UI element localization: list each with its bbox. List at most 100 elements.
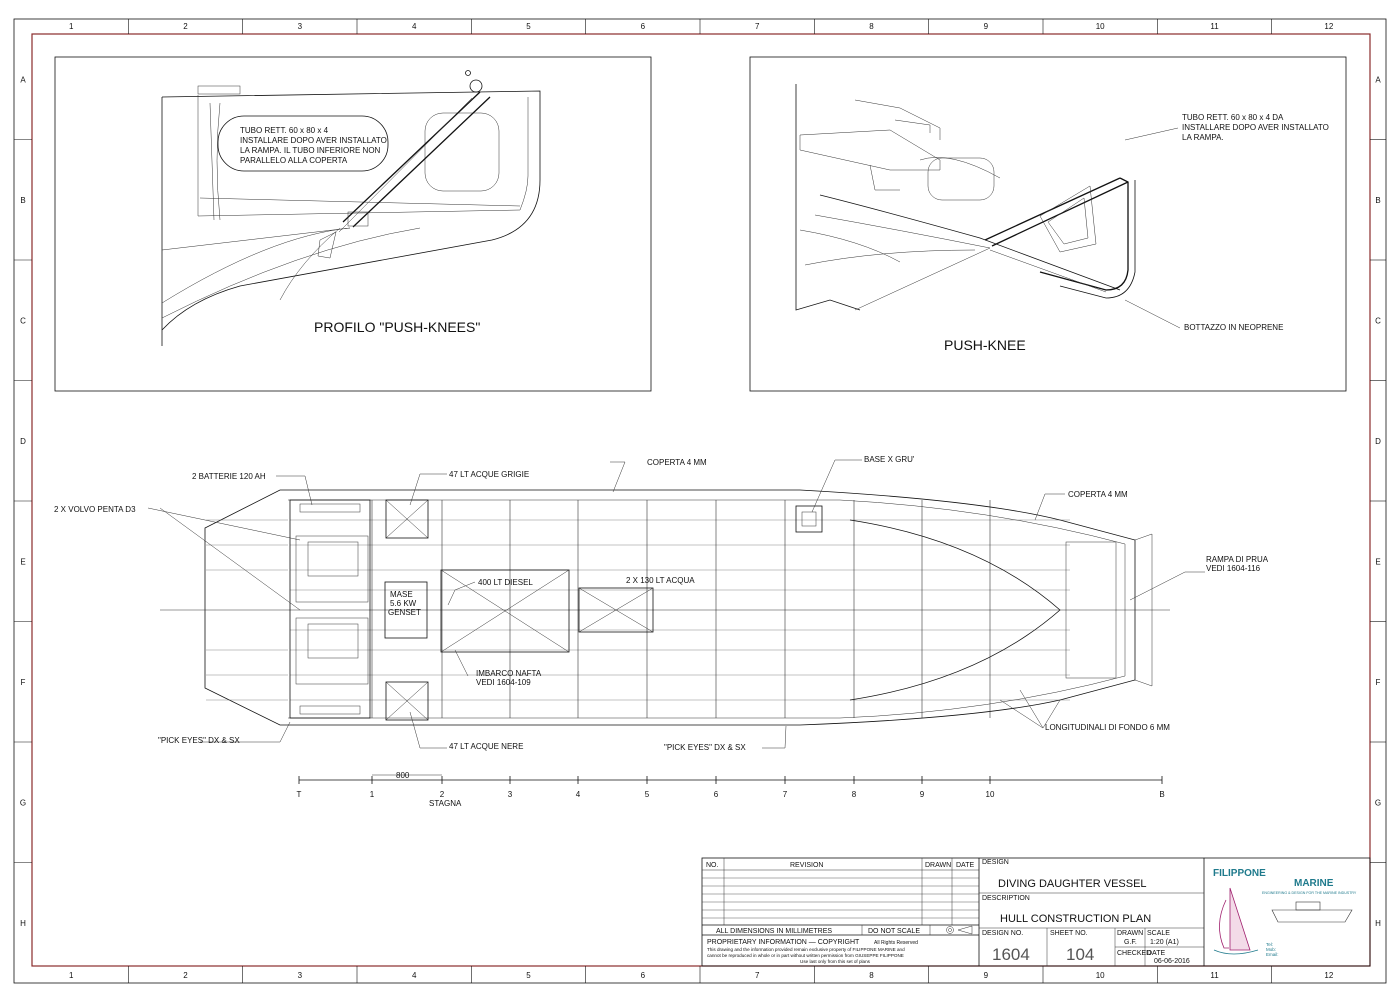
grid-col-label: 11 — [1210, 971, 1219, 980]
label-diesel: 400 LT DIESEL — [478, 578, 533, 587]
label-deck-2: COPERTA 4 MM — [1068, 490, 1128, 499]
label-bow-ramp-1: RAMPA DI PRUA — [1206, 555, 1269, 564]
label-genset-2: 5.6 KW — [390, 599, 417, 608]
label-genset-3: GENSET — [388, 608, 421, 617]
grid-row-label: G — [20, 798, 26, 807]
prop-text-3: Use last only from this set of plans — [800, 959, 871, 964]
label-deck-1: COPERTA 4 MM — [647, 458, 707, 467]
svg-text:Tel:: Tel: — [1266, 942, 1273, 947]
grid-col-label: 10 — [1096, 22, 1105, 31]
profile-view-frame — [54, 56, 652, 392]
station-label: 1 — [370, 790, 375, 799]
grid-col-label: 2 — [183, 22, 188, 31]
label-scale-dim: 800 — [396, 771, 410, 780]
grid-row-label: B — [20, 196, 25, 205]
design-no-label: DESIGN NO. — [982, 930, 1023, 937]
iso-view: TUBO RETT. 60 x 80 x 4 DA INSTALLARE DOP… — [749, 56, 1347, 392]
station-label: 6 — [714, 790, 719, 799]
iso-note-line2: INSTALLARE DOPO AVER INSTALLATO — [1182, 123, 1329, 132]
hull-plan-view: 2 BATTERIE 120 AH 47 LT ACQUE GRIGIE COP… — [54, 455, 1269, 808]
label-pick-eyes-1: "PICK EYES" DX & SX — [158, 736, 240, 745]
label-black-water: 47 LT ACQUE NERE — [449, 742, 523, 751]
label-pick-eyes-2: "PICK EYES" DX & SX — [664, 743, 746, 752]
profile-title: PROFILO "PUSH-KNEES" — [314, 319, 480, 335]
label-bottom-longitudinals: LONGITUDINALI DI FONDO 6 MM — [1045, 723, 1170, 732]
grid-row-label: A — [1375, 75, 1381, 84]
svg-text:MARINE: MARINE — [1294, 878, 1334, 889]
grid-row-label: E — [1375, 557, 1380, 566]
iso-note-line1: TUBO RETT. 60 x 80 x 4 DA — [1182, 113, 1284, 122]
label-fuel-fill-1: IMBARCO NAFTA — [476, 669, 542, 678]
iso-view-frame — [749, 56, 1347, 392]
grid-row-label: C — [20, 316, 26, 325]
rev-header-date: DATE — [956, 862, 974, 869]
prop-rights: All Rights Reserved — [874, 940, 918, 946]
label-fuel-fill-2: VEDI 1604-109 — [476, 678, 531, 687]
station-label: 5 — [645, 790, 650, 799]
profile-note-line4: PARALLELO ALLA COPERTA — [240, 156, 348, 165]
grid-row-label: D — [1375, 437, 1381, 446]
no-scale-note: DO NOT SCALE — [868, 928, 920, 935]
station-label: 4 — [576, 790, 581, 799]
description-label: DESCRIPTION — [982, 895, 1030, 902]
grid-row-label: C — [1375, 316, 1381, 325]
label-watertight: STAGNA — [429, 799, 462, 808]
filippone-marine-logo: FILIPPONE MARINE ENGINEERING & DESIGN FO… — [1213, 868, 1357, 957]
grid-col-label: 2 — [183, 971, 188, 980]
design-no: 1604 — [992, 945, 1030, 964]
sheet-no-label: SHEET NO. — [1050, 930, 1088, 937]
grid-row-label: D — [20, 437, 26, 446]
profile-note-line2: INSTALLARE DOPO AVER INSTALLATO — [240, 136, 387, 145]
grid-ticks — [14, 19, 1386, 983]
iso-bumper-label: BOTTAZZO IN NEOPRENE — [1184, 323, 1283, 332]
label-batteries: 2 BATTERIE 120 AH — [192, 472, 266, 481]
station-label: 10 — [986, 790, 995, 799]
grid-row-label: H — [20, 919, 26, 928]
description-value: HULL CONSTRUCTION PLAN — [1000, 913, 1151, 925]
grid-col-label: 5 — [526, 971, 531, 980]
grid-row-label: A — [20, 75, 26, 84]
design-label: DESIGN — [982, 859, 1009, 866]
design-value: DIVING DAUGHTER VESSEL — [998, 878, 1147, 890]
prop-title: PROPRIETARY INFORMATION — COPYRIGHT — [707, 939, 860, 946]
label-engines: 2 X VOLVO PENTA D3 — [54, 505, 136, 514]
iso-note-line3: LA RAMPA. — [1182, 133, 1224, 142]
grid-row-label: E — [20, 557, 25, 566]
svg-text:ENGINEERING & DESIGN FOR THE M: ENGINEERING & DESIGN FOR THE MARINE INDU… — [1262, 891, 1357, 895]
drawn-label: DRAWN — [1117, 930, 1143, 937]
grid-row-label: F — [21, 678, 26, 687]
grid-col-label: 6 — [641, 22, 646, 31]
svg-text:FILIPPONE: FILIPPONE — [1213, 868, 1266, 879]
grid-col-label: 5 — [526, 22, 531, 31]
grid-col-label: 12 — [1324, 971, 1333, 980]
prop-text-2: cannot be reproduced in whole or in part… — [707, 953, 904, 958]
station-label: 2 — [440, 790, 445, 799]
label-genset-1: MASE — [390, 590, 413, 599]
grid-row-label: H — [1375, 919, 1381, 928]
label-grey-water: 47 LT ACQUE GRIGIE — [449, 470, 529, 479]
checked-label: CHECKED — [1117, 950, 1151, 957]
profile-note-bubble — [217, 115, 389, 172]
svg-text:Mob:: Mob: — [1266, 947, 1276, 952]
svg-text:Email:: Email: — [1266, 952, 1279, 957]
station-label: T — [297, 790, 302, 799]
station-label: 8 — [852, 790, 857, 799]
rev-header-drawn: DRAWN — [925, 862, 951, 869]
iso-title: PUSH-KNEE — [944, 337, 1026, 353]
drawn-value: G.F. — [1124, 939, 1137, 946]
grid-col-label: 9 — [984, 22, 989, 31]
label-crane-base: BASE X GRU' — [864, 455, 915, 464]
grid-row-label: G — [1375, 798, 1381, 807]
date-label: DATE — [1147, 950, 1165, 957]
grid-col-label: 11 — [1210, 22, 1219, 31]
label-bow-ramp-2: VEDI 1604-116 — [1206, 564, 1261, 573]
inner-frame — [31, 33, 1371, 967]
profile-note-line1: TUBO RETT. 60 x 80 x 4 — [240, 126, 329, 135]
grid-col-label: 12 — [1324, 22, 1333, 31]
grid-col-label: 6 — [641, 971, 646, 980]
grid-col-label: 9 — [984, 971, 989, 980]
dims-note: ALL DIMENSIONS IN MILLIMETRES — [716, 928, 832, 935]
grid-col-label: 3 — [298, 971, 303, 980]
